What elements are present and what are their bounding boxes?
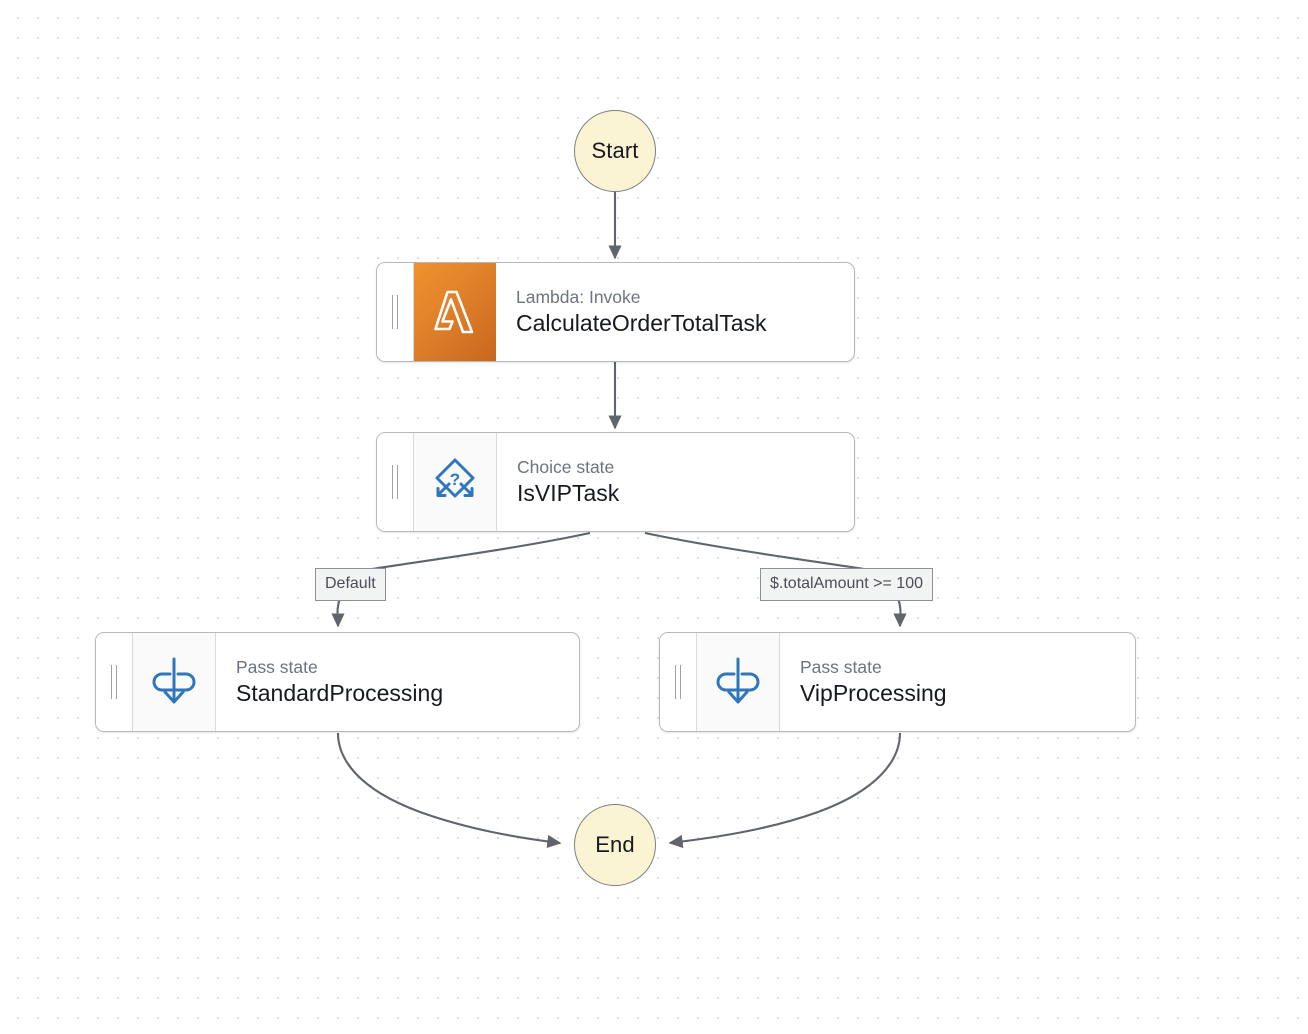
svg-text:?: ? xyxy=(450,470,460,489)
node-labels: Lambda: Invoke CalculateOrderTotalTask xyxy=(496,263,854,361)
edge-is-vip-to-vip-label xyxy=(644,531,865,571)
state-title-label: IsVIPTask xyxy=(517,480,620,507)
drag-handle[interactable] xyxy=(377,263,414,361)
choice-icon: ? xyxy=(414,433,497,531)
edge-label-default-text: Default xyxy=(325,575,376,592)
drag-handle[interactable] xyxy=(96,633,133,731)
state-kind-label: Lambda: Invoke xyxy=(516,287,641,308)
drag-handle[interactable] xyxy=(660,633,697,731)
state-title-label: CalculateOrderTotalTask xyxy=(516,310,767,337)
edge-label-vip-condition[interactable]: $.totalAmount >= 100 xyxy=(760,568,933,601)
edge-vip-processing-to-end xyxy=(668,732,902,849)
state-kind-label: Pass state xyxy=(236,657,318,678)
edge-default-label-to-standard-processing xyxy=(331,597,345,628)
end-node[interactable]: End xyxy=(574,804,656,886)
state-title-label: StandardProcessing xyxy=(236,680,444,707)
edge-label-vip-condition-text: $.totalAmount >= 100 xyxy=(770,575,923,592)
state-node-calculate-order-total[interactable]: Lambda: Invoke CalculateOrderTotalTask xyxy=(376,262,855,362)
edge-is-vip-to-default-label xyxy=(371,531,591,571)
pass-icon xyxy=(697,633,780,731)
pass-icon xyxy=(133,633,216,731)
state-title-label: VipProcessing xyxy=(800,680,947,707)
lambda-icon xyxy=(414,263,496,361)
node-labels: Pass state StandardProcessing xyxy=(216,633,579,731)
state-kind-label: Pass state xyxy=(800,657,882,678)
edge-label-default[interactable]: Default xyxy=(315,568,386,601)
state-node-is-vip[interactable]: ? Choice state IsVIPTask xyxy=(376,432,855,532)
state-node-vip-processing[interactable]: Pass state VipProcessing xyxy=(659,632,1136,732)
state-node-standard-processing[interactable]: Pass state StandardProcessing xyxy=(95,632,580,732)
end-label: End xyxy=(595,832,635,857)
start-node[interactable]: Start xyxy=(574,110,656,192)
start-label: Start xyxy=(591,138,639,163)
edge-standard-processing-to-end xyxy=(336,732,562,849)
drag-handle[interactable] xyxy=(377,433,414,531)
state-kind-label: Choice state xyxy=(517,457,615,478)
node-labels: Pass state VipProcessing xyxy=(780,633,1135,731)
node-labels: Choice state IsVIPTask xyxy=(497,433,854,531)
edge-vip-label-to-vip-processing xyxy=(893,597,907,628)
